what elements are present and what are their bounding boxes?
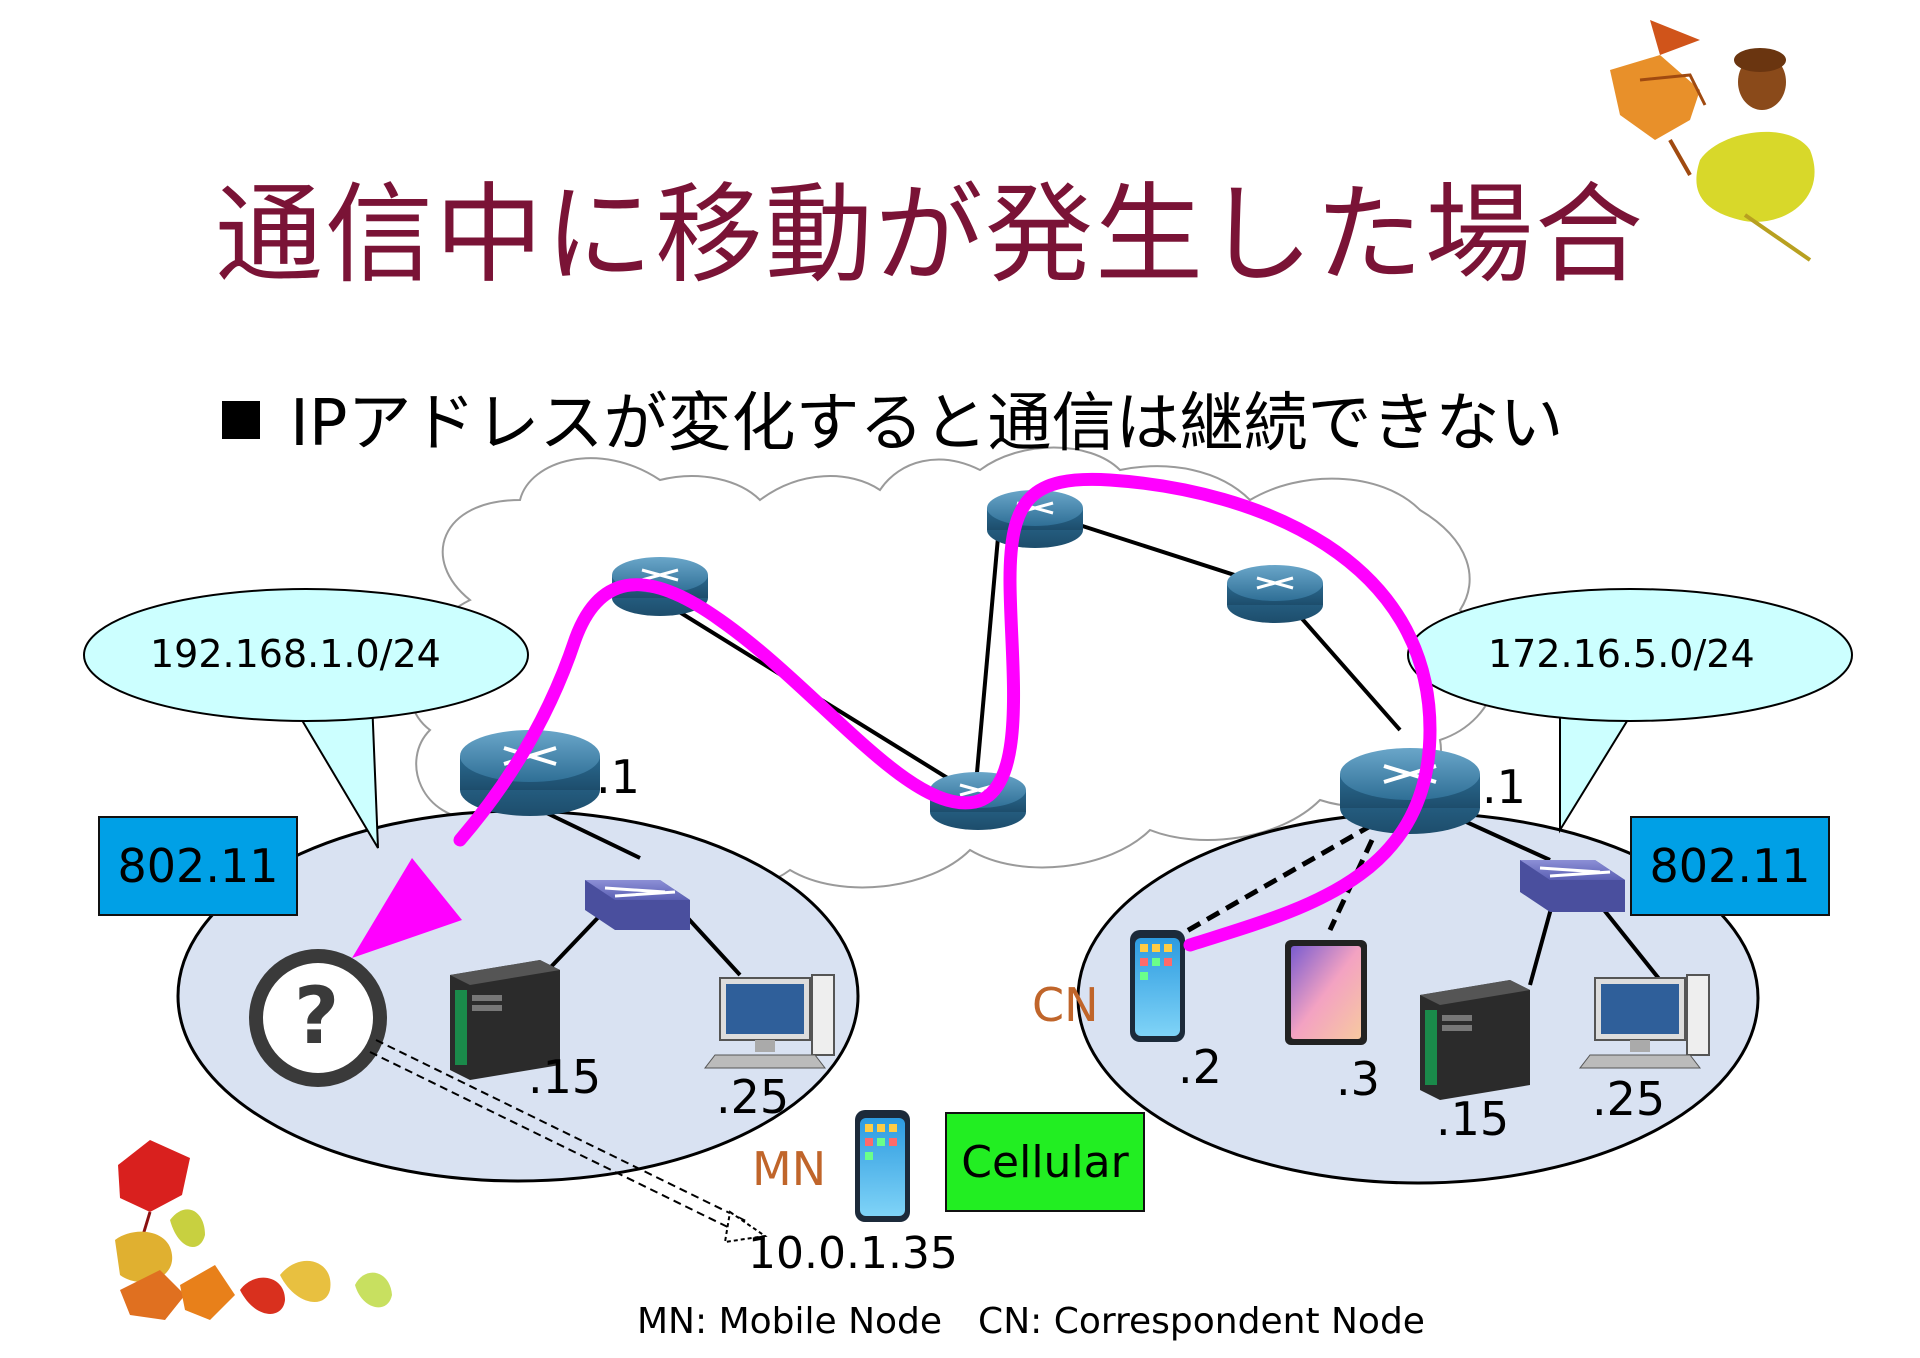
right-server-address: .15 [1436, 1092, 1510, 1146]
autumn-leaves-bottom-left [115, 1140, 392, 1320]
left-subnet-label: 192.168.1.0/24 [150, 632, 441, 676]
question-mark-icon [249, 949, 387, 1087]
left-link-type-box: 802.11 [98, 816, 298, 916]
unknown-node-symbol: ? [294, 972, 340, 1062]
mn-ip-address: 10.0.1.35 [748, 1228, 958, 1279]
server-icon [1420, 980, 1530, 1100]
right-link-type-box: 802.11 [1630, 816, 1830, 916]
server-icon [450, 960, 560, 1080]
slide-title: 通信中に移動が発生した場合 [215, 173, 1646, 298]
bullet-square-icon [222, 401, 260, 439]
left-link-type-label: 802.11 [117, 839, 279, 893]
communication-path [453, 472, 1437, 952]
right-router-address: .1 [1482, 760, 1526, 814]
left-subnet-bubble [83, 588, 529, 849]
cn-smartphone-icon [1130, 930, 1185, 1042]
mn-label: MN [752, 1142, 827, 1196]
right-link-type-label: 802.11 [1649, 839, 1811, 893]
desktop-pc-icon [1578, 974, 1710, 1069]
right-subnet-bubble [1407, 588, 1853, 834]
bullet-point: IPアドレスが変化すると通信は継続できない [222, 372, 1563, 464]
left-server-address: .15 [528, 1050, 602, 1104]
cn-address: .2 [1178, 1040, 1222, 1094]
right-pc-address: .25 [1592, 1072, 1666, 1126]
left-pc-address: .25 [716, 1070, 790, 1124]
tablet-icon [1285, 940, 1367, 1045]
left-gateway-router-icon [460, 730, 600, 816]
switch-icon [585, 880, 690, 930]
switch-icon [1520, 860, 1625, 912]
cellular-label: Cellular [961, 1136, 1129, 1188]
movement-arrow [369, 1039, 768, 1244]
autumn-leaves-top-right [1610, 20, 1815, 262]
legend: MN: Mobile Node CN: Correspondent Node [637, 1301, 1425, 1342]
tablet-address: .3 [1336, 1052, 1380, 1106]
router-icon [1227, 565, 1323, 623]
cn-label: CN [1032, 978, 1099, 1032]
cellular-box: Cellular [945, 1112, 1145, 1212]
bullet-text: IPアドレスが変化すると通信は継続できない [290, 387, 1564, 461]
right-subnet-label: 172.16.5.0/24 [1488, 632, 1755, 676]
mn-smartphone-icon [855, 1110, 910, 1222]
path-arrowhead [352, 858, 462, 958]
left-router-address: .1 [596, 750, 640, 804]
desktop-pc-icon [703, 974, 835, 1069]
